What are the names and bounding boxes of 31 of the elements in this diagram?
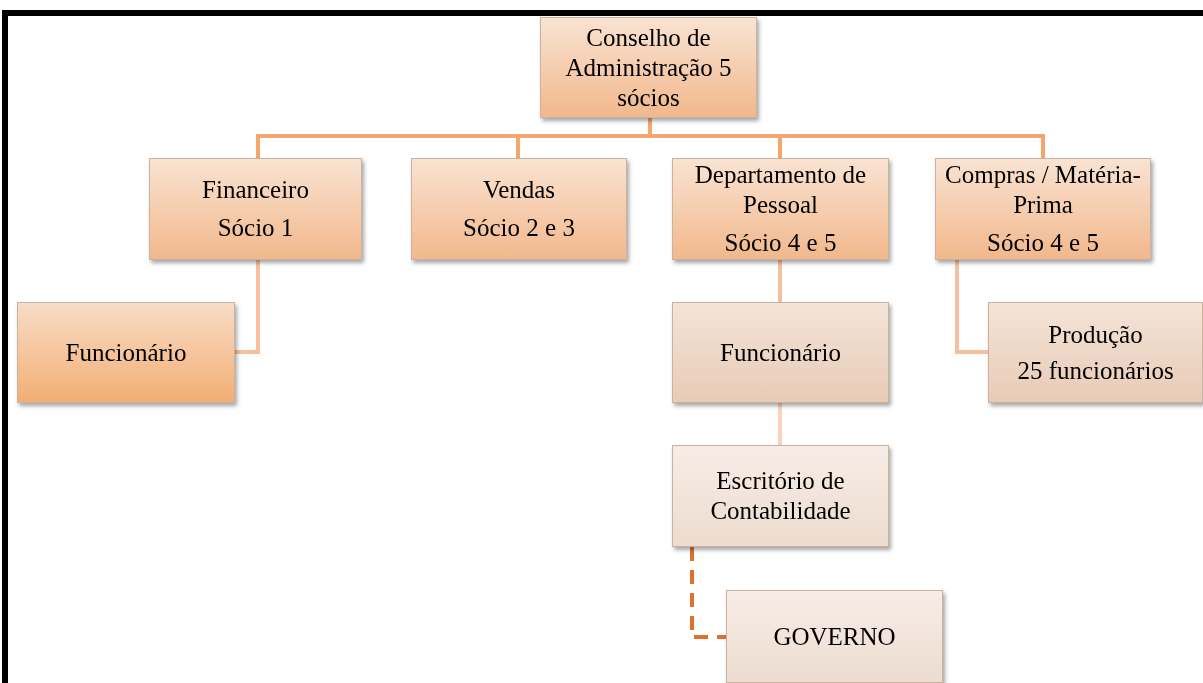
connector-line	[690, 547, 726, 639]
box-text: Escritório de Contabilidade	[709, 466, 852, 526]
connector-line	[235, 260, 260, 354]
box-text: 25 funcionários	[1017, 355, 1174, 386]
box-text: Vendas	[482, 175, 556, 205]
box-text: Sócio 1	[217, 213, 294, 243]
box-text: Financeiro	[202, 175, 309, 205]
box-text: Sócio 4 e 5	[987, 228, 1099, 258]
box-text: GOVERNO	[773, 621, 896, 652]
box-text: Departamento de Pessoal	[693, 160, 868, 220]
org-box	[17, 302, 235, 403]
org-box	[672, 302, 889, 403]
org-box	[411, 158, 627, 260]
org-box	[988, 302, 1203, 403]
connector-line	[778, 403, 782, 447]
org-box	[726, 590, 943, 683]
connector-line	[955, 260, 988, 354]
box-text: Funcionário	[720, 337, 841, 368]
box-text: Produção	[1048, 319, 1143, 350]
box-text: Sócio 4 e 5	[724, 228, 837, 258]
org-box	[540, 17, 757, 118]
connector-line	[648, 118, 1045, 158]
box-text: Funcionário	[65, 337, 187, 368]
org-box	[672, 158, 889, 260]
org-box	[935, 158, 1151, 260]
box-text: Sócio 2 e 3	[463, 213, 575, 243]
box-text: Compras / Matéria-Prima	[944, 160, 1142, 220]
org-box	[672, 445, 889, 547]
connector-line	[778, 260, 782, 304]
box-text: Conselho de Administração 5 sócios	[564, 22, 733, 113]
org-box	[149, 158, 362, 260]
